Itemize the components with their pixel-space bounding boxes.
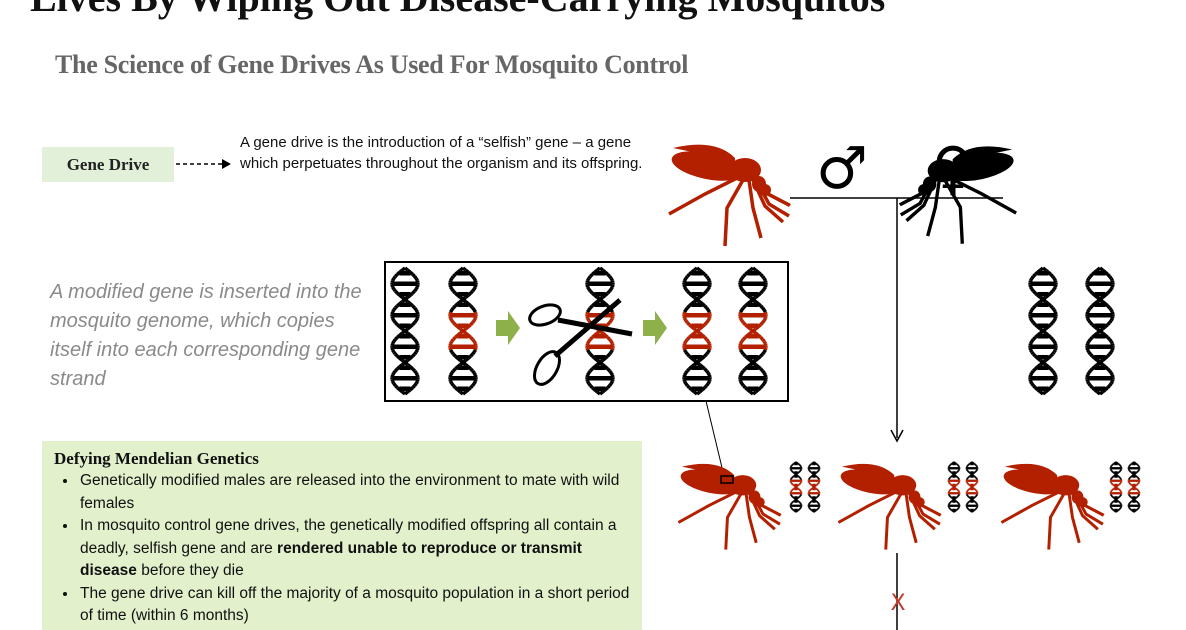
dna-helix-icon [1085, 266, 1115, 396]
mosquito-icon-modified-male [667, 142, 793, 248]
female-symbol-icon: ♀ [932, 134, 974, 202]
dna-helix-icon [738, 266, 768, 396]
dna-helix-icon [1109, 461, 1123, 513]
arrow-right-icon [496, 311, 520, 345]
mosquito-icon-offspring [999, 462, 1107, 552]
mendelian-bullets: Genetically modified males are released … [54, 470, 632, 628]
dna-helix-icon [682, 266, 712, 396]
male-symbol-icon: ♂ [816, 134, 868, 202]
bullet: In mosquito control gene drives, the gen… [78, 515, 632, 583]
dna-helix-icon [1127, 461, 1141, 513]
dna-helix-icon [1028, 266, 1058, 396]
dna-helix-icon [807, 461, 821, 513]
connector-line [705, 400, 725, 477]
arrow-right-icon [643, 311, 667, 345]
mendelian-heading: Defying Mendelian Genetics [54, 449, 259, 468]
page-title: Lives By Wiping Out Disease-Carrying Mos… [30, 0, 885, 21]
arrow-head [222, 159, 231, 169]
gene-drive-label: Gene Drive [42, 147, 174, 182]
blocked-x: X [890, 591, 905, 616]
dna-helix-icon [789, 461, 803, 513]
bullet: Genetically modified males are released … [78, 470, 632, 515]
gene-drive-definition: A gene drive is the introduction of a “s… [240, 134, 643, 172]
dna-helix-icon [585, 266, 615, 396]
dna-helix-icon [448, 266, 478, 396]
insertion-note: A modified gene is inserted into the mos… [50, 281, 362, 390]
gene-marker [720, 475, 734, 484]
dna-helix-icon [390, 266, 420, 396]
dna-helix-icon [965, 461, 979, 513]
mendelian-box: Defying Mendelian Genetics Genetically m… [42, 441, 642, 630]
scissors-icon [528, 298, 633, 386]
dna-helix-icon [947, 461, 961, 513]
dna-box [384, 261, 789, 402]
page-subtitle: The Science of Gene Drives As Used For M… [55, 50, 689, 79]
bullet: The gene drive can kill off the majority… [78, 583, 632, 628]
mosquito-icon-offspring [836, 462, 944, 552]
descent-arrow [890, 429, 904, 443]
